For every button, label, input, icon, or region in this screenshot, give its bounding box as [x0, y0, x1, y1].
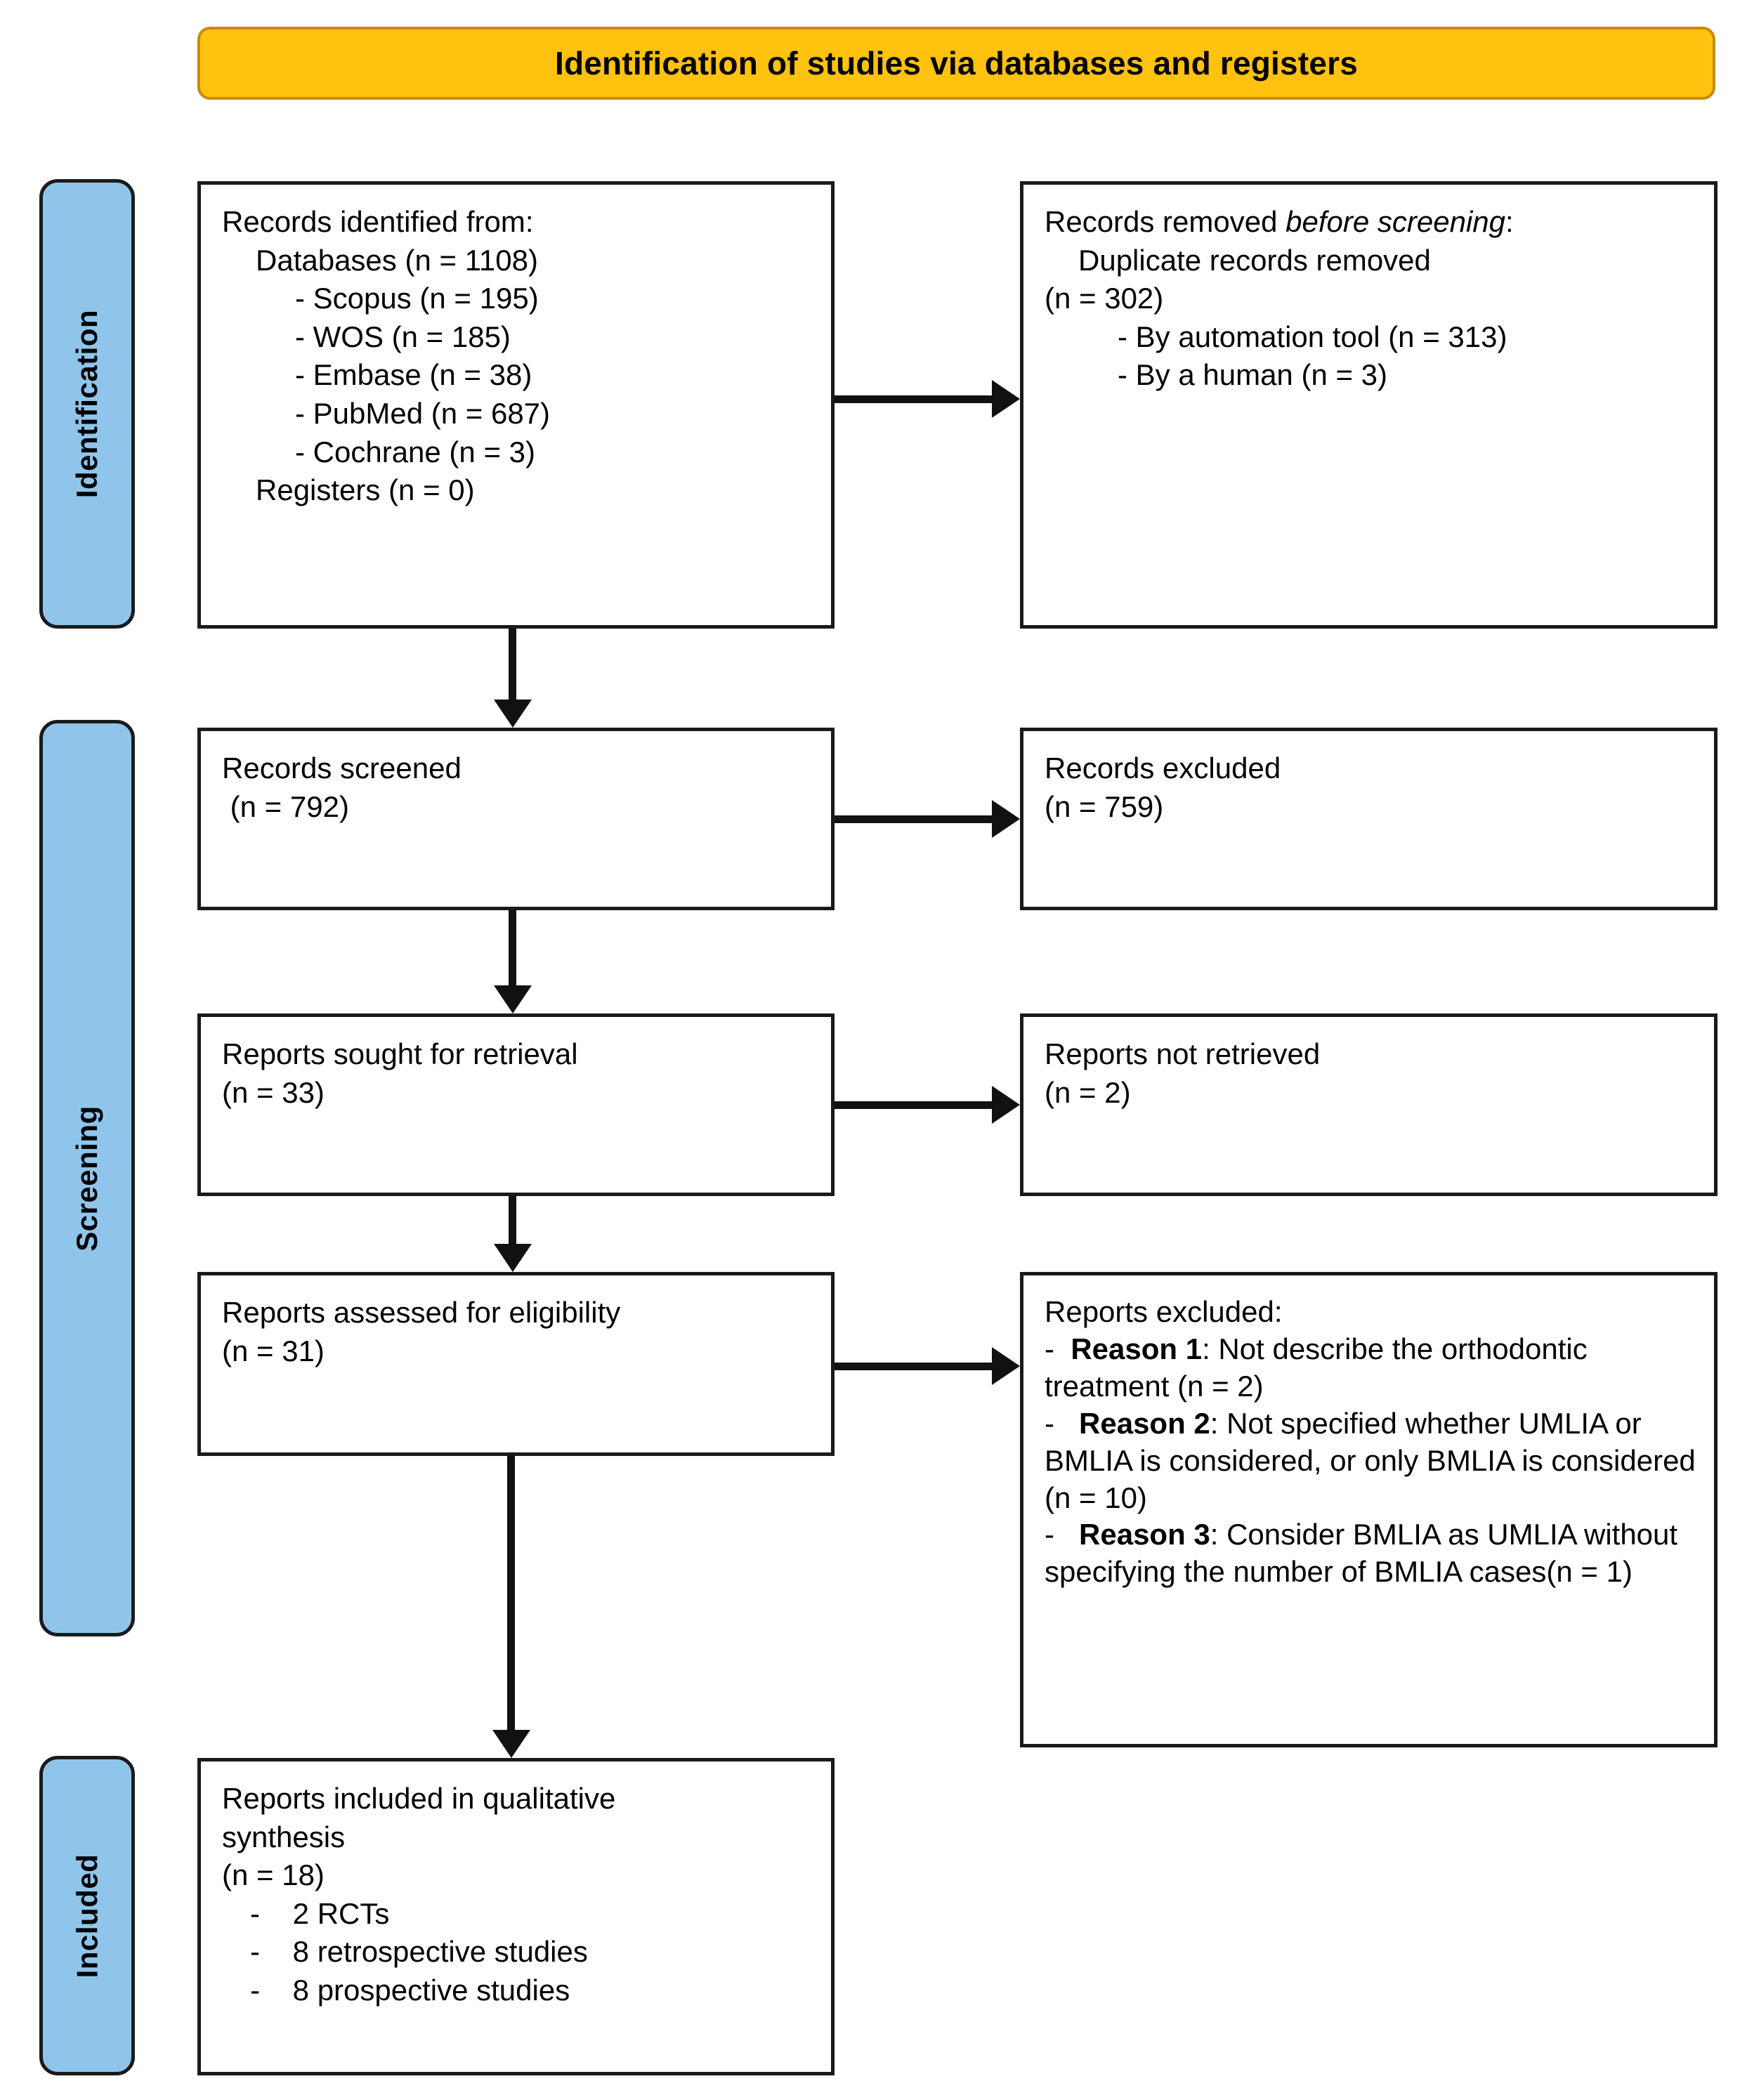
reports-sought-label: Reports sought for retrieval [222, 1037, 578, 1070]
box-records-excluded: Records excluded (n = 759) [1020, 728, 1717, 910]
records-removed-heading: Records removed before screening: [1045, 203, 1696, 242]
records-identified-source-scopus: - Scopus (n = 195) [295, 282, 539, 315]
connector-sought-to-assessed [509, 1196, 516, 1244]
reports-sought-count: (n = 33) [222, 1075, 325, 1109]
box-reports-sought-for-retrieval: Reports sought for retrieval (n = 33) [197, 1013, 835, 1196]
arrowhead-screened-to-excluded [992, 800, 1020, 838]
duplicates-by-human: - By a human (n = 3) [1118, 358, 1388, 392]
reports-assessed-label: Reports assessed for eligibility [222, 1296, 621, 1329]
arrowhead-assessed-to-reports-excluded [992, 1347, 1020, 1385]
reports-not-retrieved-count: (n = 2) [1045, 1075, 1131, 1109]
box-reports-assessed-for-eligibility: Reports assessed for eligibility (n = 31… [197, 1272, 835, 1456]
reason-2-label: Reason 2 [1079, 1406, 1210, 1440]
diagram-title-banner: Identification of studies via databases … [197, 27, 1715, 100]
reports-included-item-retrospective: - 8 retrospective studies [250, 1935, 588, 1969]
records-screened-count: (n = 792) [222, 789, 349, 823]
reason-1-bullet: - [1045, 1332, 1054, 1365]
reason-3-text: : Consider BMLIA as UMLIA without specif… [1045, 1518, 1678, 1589]
arrowhead-sought-to-not-retrieved [992, 1086, 1020, 1124]
connector-assessed-to-reports-excluded [835, 1363, 995, 1370]
connector-assessed-to-included [507, 1456, 515, 1730]
records-identified-source-cochrane: - Cochrane (n = 3) [295, 435, 535, 468]
connector-screened-to-sought [509, 910, 516, 985]
reports-not-retrieved-label: Reports not retrieved [1045, 1037, 1321, 1070]
records-excluded-count: (n = 759) [1045, 789, 1164, 823]
arrowhead-identified-to-removed [992, 380, 1020, 418]
arrowhead-assessed-to-included [492, 1730, 530, 1758]
records-removed-heading-suffix: : [1505, 205, 1514, 238]
records-removed-heading-prefix: Records removed [1045, 205, 1286, 238]
reason-3-label: Reason 3 [1079, 1518, 1210, 1551]
duplicate-records-removed-label: Duplicate records removed [1078, 243, 1431, 277]
connector-identified-to-screened [509, 629, 516, 701]
records-identified-source-wos: - WOS (n = 185) [295, 320, 511, 353]
box-reports-not-retrieved: Reports not retrieved (n = 2) [1020, 1013, 1717, 1196]
duplicate-records-removed-count: (n = 302) [1045, 282, 1164, 315]
reports-excluded-reason-1: - Reason 1: Not describe the orthodontic… [1045, 1331, 1696, 1405]
reason-1-label: Reason 1 [1071, 1332, 1203, 1365]
duplicates-by-automation-tool: - By automation tool (n = 313) [1118, 320, 1507, 353]
records-identified-registers: Registers (n = 0) [256, 473, 475, 507]
reports-included-item-prospective: - 8 prospective studies [250, 1973, 570, 2007]
records-screened-label: Records screened [222, 752, 462, 785]
stage-label-included: Included [70, 1853, 103, 1978]
arrowhead-sought-to-assessed [494, 1244, 532, 1272]
connector-sought-to-not-retrieved [835, 1101, 995, 1109]
records-excluded-label: Records excluded [1045, 752, 1281, 785]
reports-assessed-count: (n = 31) [222, 1334, 325, 1367]
records-removed-heading-italic: before screening [1285, 205, 1506, 238]
box-reports-included: Reports included in qualitative synthesi… [197, 1758, 835, 2075]
reason-3-bullet: - [1045, 1518, 1054, 1551]
reports-excluded-reason-3: - Reason 3: Consider BMLIA as UMLIA with… [1045, 1516, 1696, 1591]
box-reports-excluded-reasons: Reports excluded: - Reason 1: Not descri… [1020, 1272, 1717, 1747]
reports-excluded-reason-2: - Reason 2: Not specified whether UMLIA … [1045, 1405, 1696, 1517]
reason-2-bullet: - [1045, 1406, 1054, 1440]
records-identified-databases-total: Databases (n = 1108) [256, 243, 538, 277]
reports-included-label-line2: synthesis [222, 1820, 346, 1853]
records-identified-source-pubmed: - PubMed (n = 687) [295, 396, 551, 430]
arrowhead-identified-to-screened [494, 700, 532, 728]
connector-identified-to-removed [835, 395, 995, 403]
records-identified-source-embase: - Embase (n = 38) [295, 358, 532, 392]
box-records-removed-before-screening: Records removed before screening: Duplic… [1020, 181, 1717, 629]
stage-bar-identification: Identification [39, 179, 135, 629]
page-title: Identification of studies via databases … [554, 45, 1359, 81]
stage-label-identification: Identification [70, 309, 103, 499]
records-identified-heading: Records identified from: [222, 205, 534, 238]
reason-2-text: : Not specified whether UMLIA or BMLIA i… [1045, 1406, 1696, 1514]
reports-excluded-heading: Reports excluded: [1045, 1295, 1283, 1328]
stage-label-screening: Screening [70, 1105, 104, 1252]
stage-bar-screening: Screening [39, 720, 135, 1636]
arrowhead-screened-to-sought [494, 985, 532, 1013]
reason-1-text: : Not describe the orthodontic treatment… [1045, 1332, 1588, 1403]
connector-screened-to-excluded [835, 815, 995, 823]
reports-included-count: (n = 18) [222, 1858, 325, 1892]
box-records-screened: Records screened (n = 792) [197, 728, 835, 910]
reports-included-label-line1: Reports included in qualitative [222, 1782, 616, 1815]
box-records-identified: Records identified from: Databases (n = … [197, 181, 835, 629]
reports-included-item-rcts: - 2 RCTs [250, 1896, 390, 1930]
stage-bar-included: Included [39, 1756, 135, 2075]
